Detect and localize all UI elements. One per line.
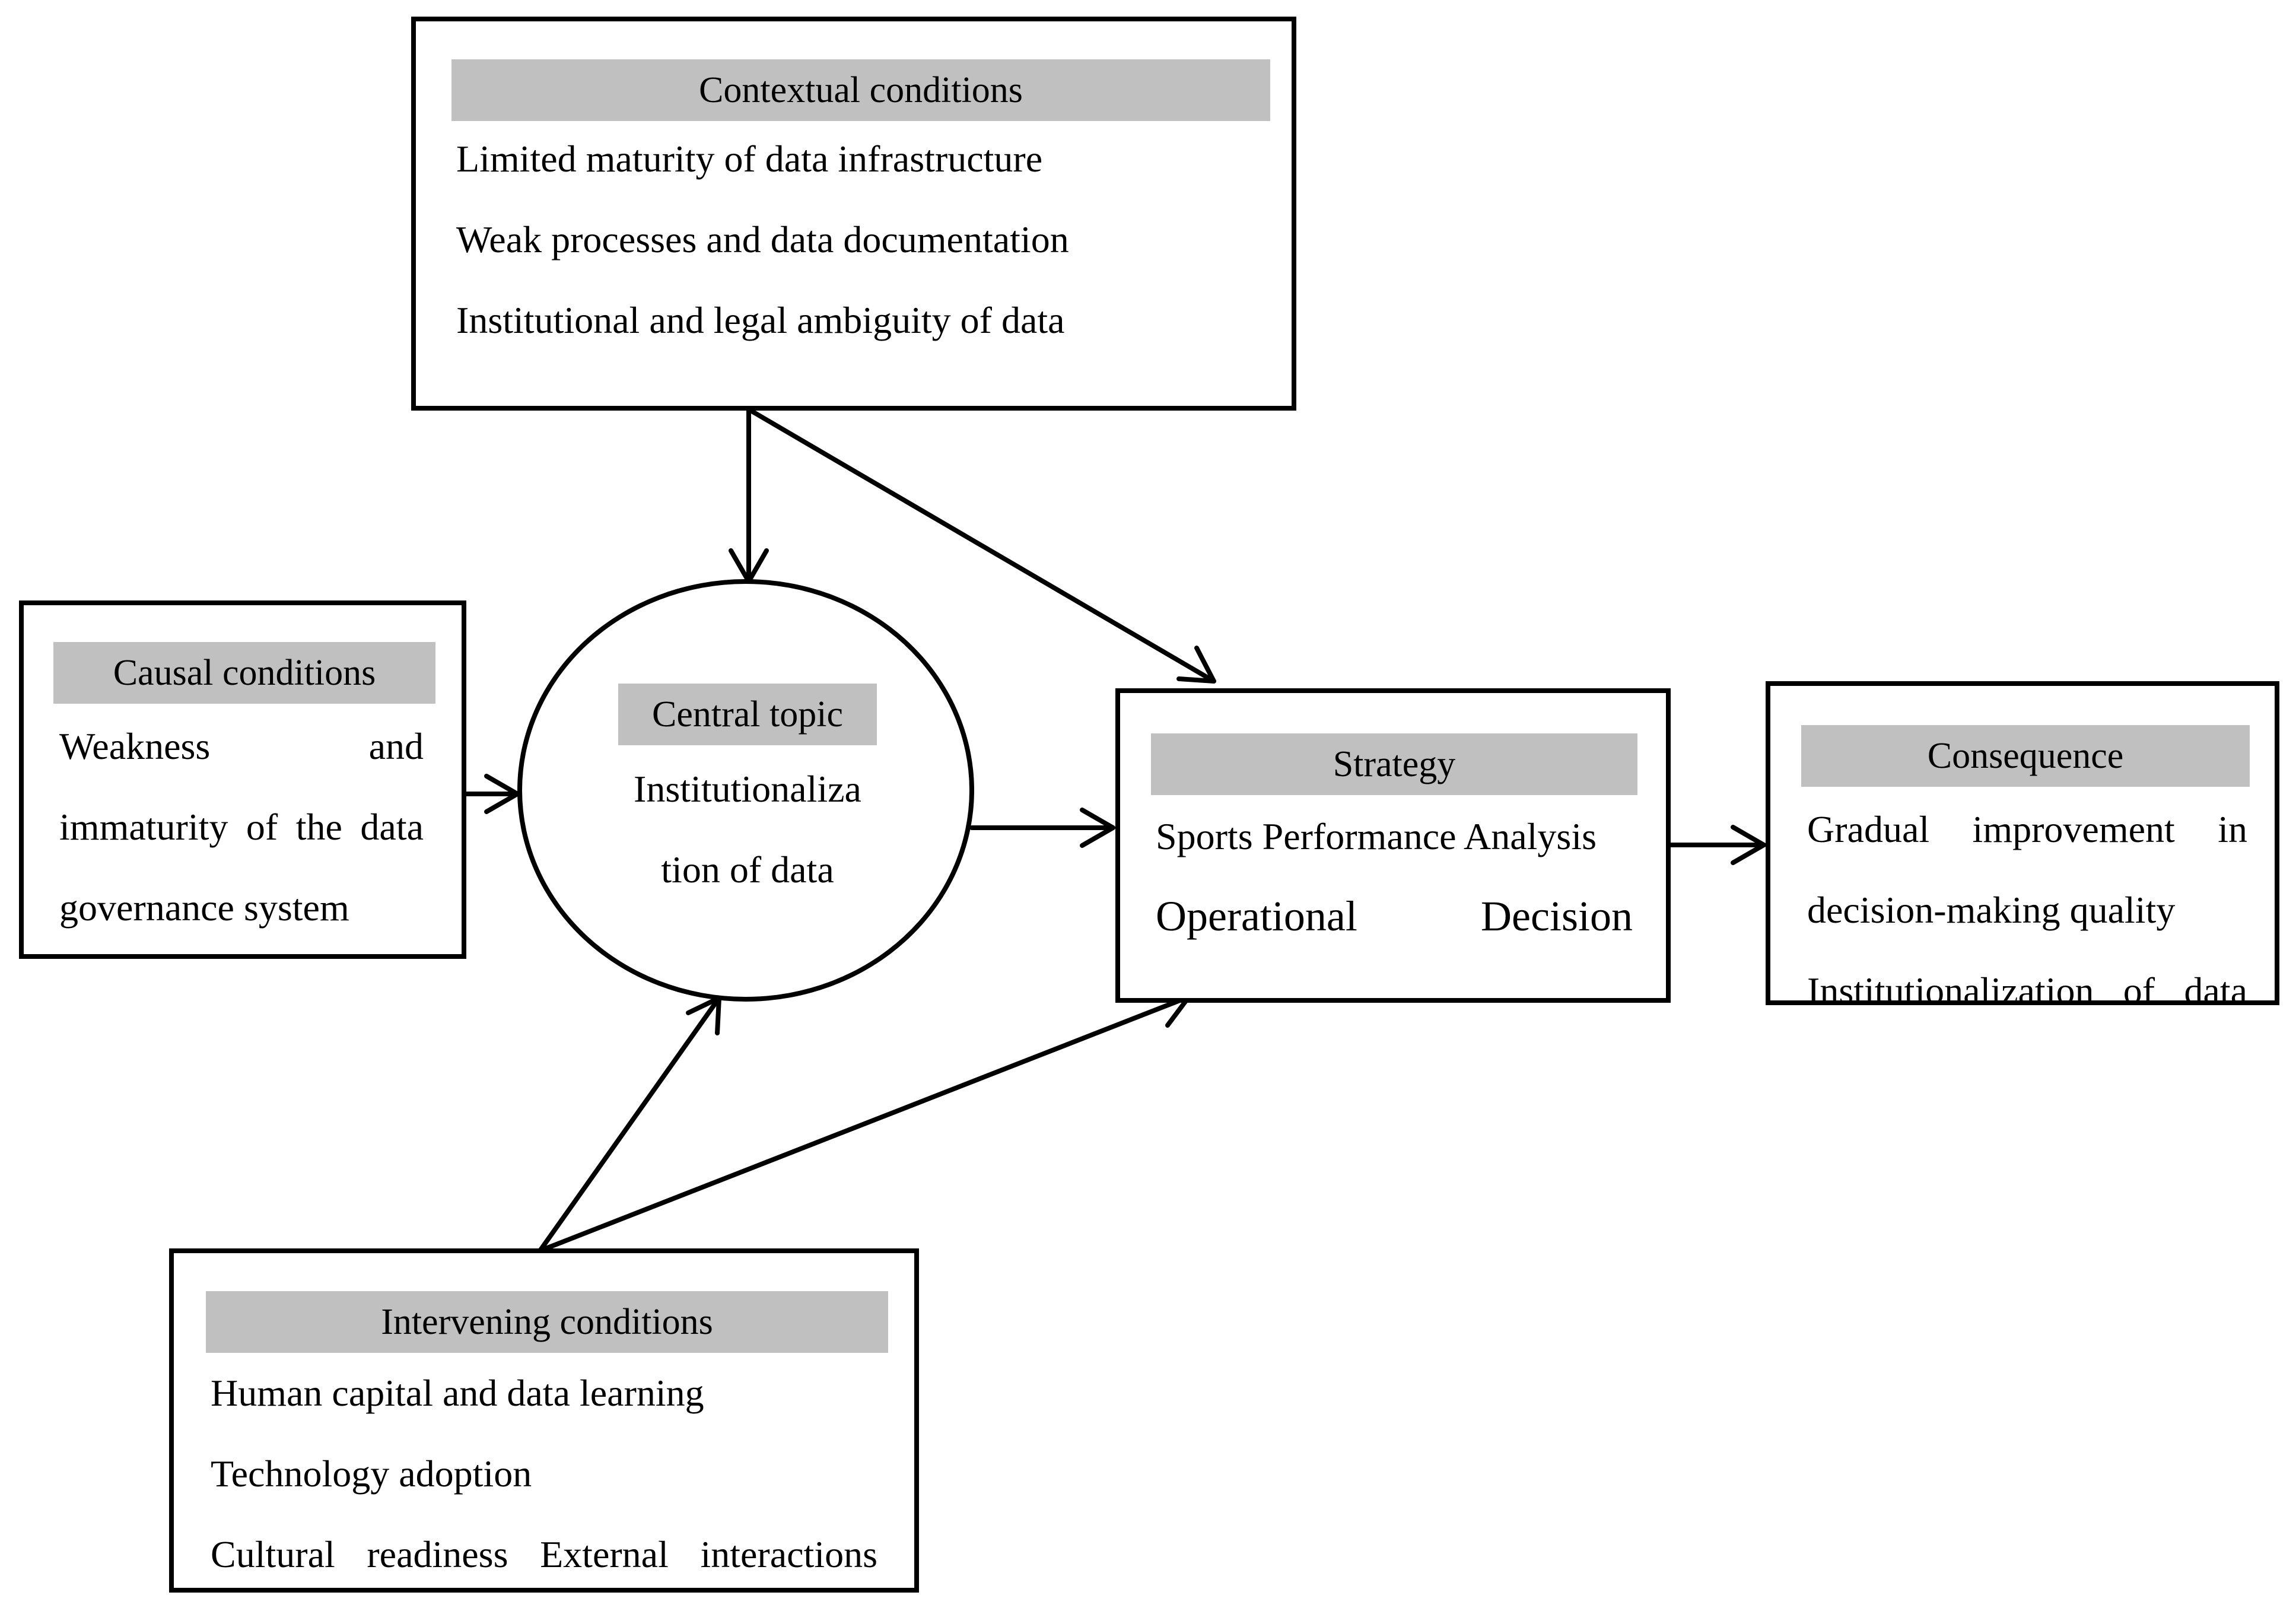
consequence-line-2: decision-making quality [1807, 889, 2176, 931]
arrow-intervening-to-strategy [538, 994, 1191, 1253]
intervening-conditions-box: Intervening conditions Human capital and… [169, 1248, 919, 1593]
arrow-central-to-strategy-head [1080, 808, 1115, 848]
contextual-line-2: Weak processes and data documentation [456, 218, 1069, 260]
contextual-conditions-box: Contextual conditions Limited maturity o… [411, 17, 1296, 411]
contextual-line-1: Limited maturity of data infrastructure [456, 138, 1043, 180]
contextual-line-3: Institutional and legal ambiguity of dat… [456, 299, 1065, 341]
arrow-strategy-to-consequence-head [1731, 825, 1766, 865]
intervening-line-2: Technology adoption [211, 1453, 532, 1495]
strategy-box: Strategy Sports Performance Analysis Ope… [1115, 688, 1671, 1003]
central-line-2: tion of data [661, 849, 834, 891]
central-topic-header: Central topic [618, 684, 877, 745]
consequence-header: Consequence [1801, 725, 2250, 787]
arrow-intervening-to-central-head [686, 996, 721, 1035]
strategy-line-2: Operational Decision [1156, 892, 1633, 940]
contextual-conditions-header: Contextual conditions [451, 59, 1270, 121]
central-line-1: Institutionaliza [634, 768, 861, 810]
arrow-causal-to-central-head [484, 774, 520, 814]
causal-conditions-header: Causal conditions [53, 642, 435, 704]
intervening-conditions-header: Intervening conditions [206, 1291, 888, 1353]
causal-line-3: governance system [59, 886, 349, 929]
causal-line-1: Weakness and [59, 725, 424, 767]
causal-line-2: immaturity of the data [59, 806, 424, 848]
central-topic-circle [517, 579, 974, 1002]
strategy-line-1: Sports Performance Analysis [1156, 815, 1597, 857]
intervening-line-1: Human capital and data learning [211, 1372, 704, 1414]
arrow-intervening-to-central [538, 996, 721, 1253]
intervening-line-3: Cultural readiness External interactions [211, 1533, 877, 1575]
consequence-line-1: Gradual improvement in [1807, 808, 2247, 850]
arrow-contextual-to-strategy-head [1176, 646, 1216, 684]
causal-conditions-box: Causal conditions Weakness and immaturit… [19, 600, 466, 959]
consequence-line-3: Institutionalization of data [1807, 970, 2247, 1005]
strategy-header: Strategy [1151, 733, 1637, 795]
consequence-box: Consequence Gradual improvement in decis… [1766, 681, 2279, 1005]
arrow-contextual-to-central-head [729, 548, 769, 584]
